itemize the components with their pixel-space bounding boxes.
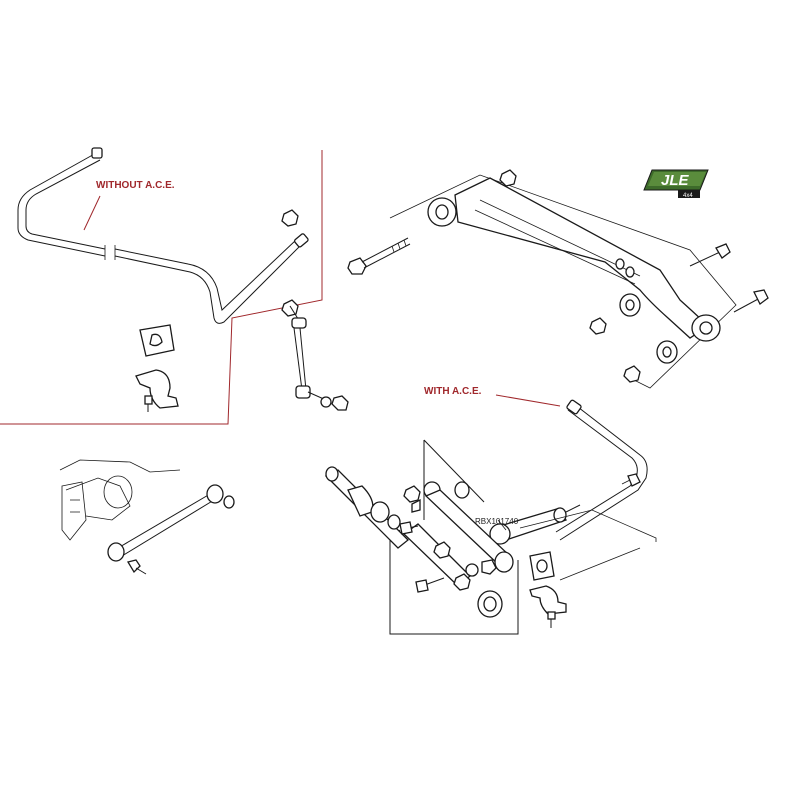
ace-bush bbox=[477, 590, 503, 618]
lower-arm-assembly bbox=[347, 169, 769, 389]
arm-bushing-rear bbox=[691, 314, 721, 342]
ace-assembly: WITH A.C.E. RBX101740 bbox=[324, 386, 657, 635]
logo-sub: 4x4 bbox=[683, 193, 693, 199]
ace-bar-clamp bbox=[529, 585, 567, 615]
bar-bush bbox=[139, 324, 175, 357]
nut-icon bbox=[281, 209, 299, 227]
drop-link bbox=[281, 299, 349, 411]
bar-end-link-eye bbox=[91, 147, 103, 159]
bar-clamp bbox=[135, 369, 179, 409]
cv-joint-boot bbox=[324, 466, 409, 549]
arm-bushing-lower bbox=[656, 340, 678, 364]
washer bbox=[465, 563, 479, 577]
nut-icon bbox=[499, 169, 517, 187]
nut-icon bbox=[589, 317, 607, 335]
nut-icon bbox=[453, 573, 471, 591]
bolt-icon bbox=[144, 395, 153, 412]
arm-bushing-loose bbox=[619, 293, 641, 317]
long-bolt-icon bbox=[347, 237, 411, 275]
bolt-icon bbox=[547, 611, 556, 628]
ace-bar-bush bbox=[529, 551, 555, 581]
arm-bushing-front bbox=[427, 197, 457, 227]
nut-icon bbox=[481, 559, 497, 575]
anti-roll-bar-without-ace: WITHOUT A.C.E. bbox=[0, 147, 323, 425]
bolt-icon bbox=[399, 521, 419, 535]
lower-link-assembly bbox=[59, 459, 235, 575]
nut-icon bbox=[331, 395, 349, 411]
nut-icon bbox=[623, 365, 641, 383]
bolt-icon bbox=[689, 243, 731, 267]
jle-logo: JLE 4x4 bbox=[643, 169, 709, 199]
bar-end-eye-right bbox=[294, 233, 309, 248]
part-ref-label: RBX101740 bbox=[475, 517, 519, 526]
bolt-icon bbox=[126, 559, 147, 575]
without-ace-label: WITHOUT A.C.E. bbox=[96, 180, 175, 191]
bolt-icon bbox=[415, 577, 445, 593]
with-ace-label: WITH A.C.E. bbox=[424, 386, 482, 397]
bolt-icon bbox=[733, 289, 769, 313]
nut-icon bbox=[433, 541, 451, 559]
logo-text: JLE bbox=[661, 172, 690, 189]
nut-icon bbox=[627, 473, 641, 487]
